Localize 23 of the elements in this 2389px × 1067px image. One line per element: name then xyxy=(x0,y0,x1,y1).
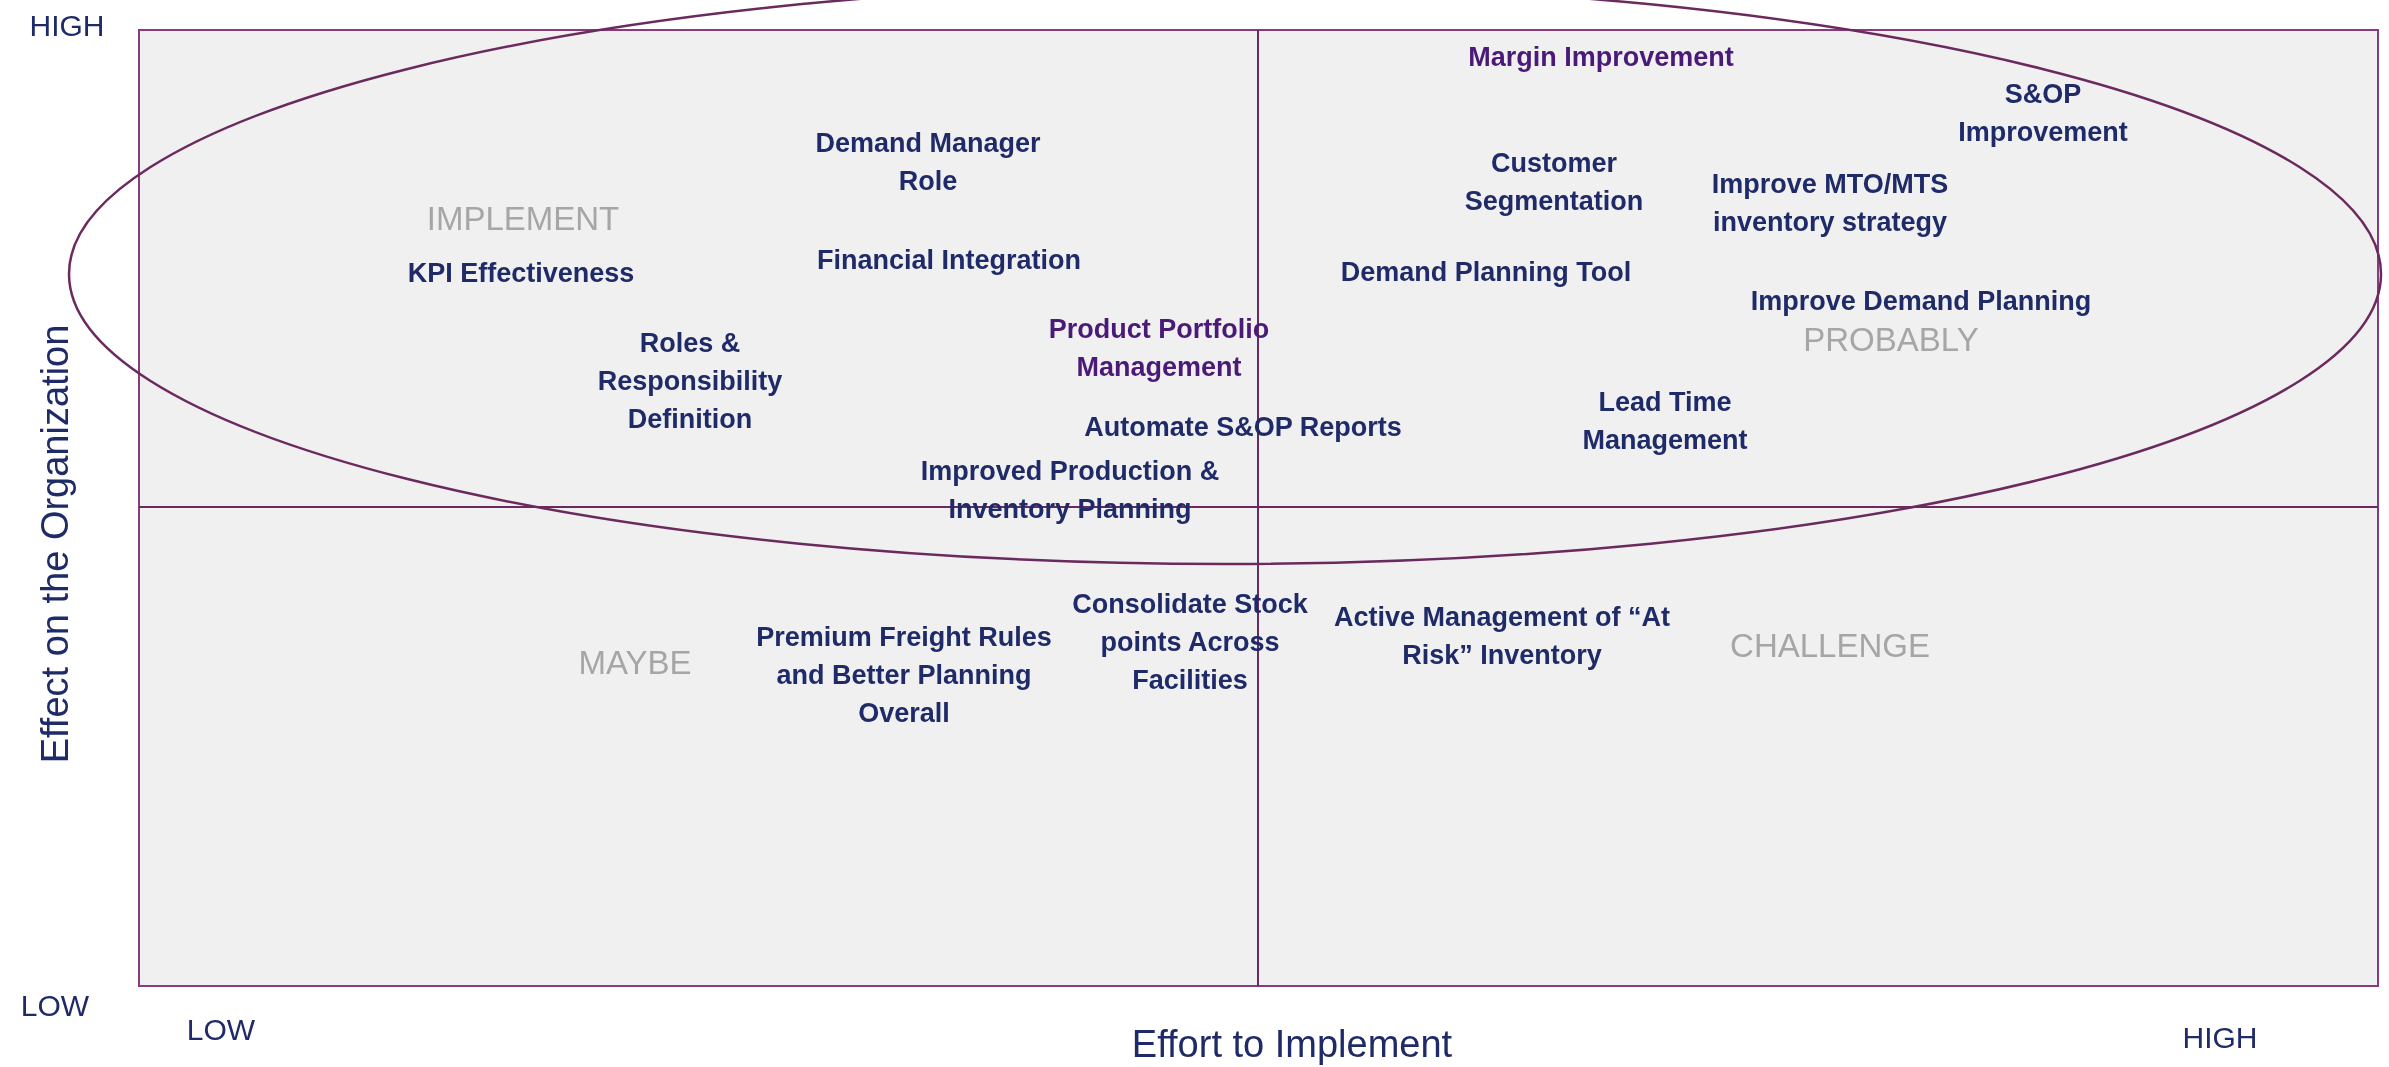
initiative-label: Customer Segmentation xyxy=(1463,147,1645,218)
axis-tick-label: LOW xyxy=(186,1012,256,1048)
axis-tick-label: LOW xyxy=(20,988,90,1024)
axis-title: Effort to Implement xyxy=(1131,1022,1453,1067)
initiative-label: Financial Integration xyxy=(817,244,1081,278)
quadrant-label: MAYBE xyxy=(578,642,692,683)
initiative-label: S&OP Improvement xyxy=(1957,78,2129,149)
initiative-label: Active Management of “At Risk” Inventory xyxy=(1332,601,1672,672)
axis-tick-label: HIGH xyxy=(29,8,105,44)
initiative-label: KPI Effectiveness xyxy=(407,257,635,291)
initiative-label: Demand Manager Role xyxy=(814,127,1042,198)
initiative-label: Improve MTO/MTS inventory strategy xyxy=(1710,168,1950,239)
axis-title: Effect on the Organization xyxy=(33,324,78,764)
axis-tick-label: HIGH xyxy=(2182,1020,2258,1056)
initiative-label: Premium Freight Rules and Better Planning Overall xyxy=(755,621,1053,730)
initiative-label: Demand Planning Tool xyxy=(1340,256,1632,290)
initiative-label: Lead Time Management xyxy=(1581,386,1749,457)
quadrant-label: IMPLEMENT xyxy=(426,198,620,239)
quadrant-label: CHALLENGE xyxy=(1730,625,1930,666)
initiative-label: Improve Demand Planning xyxy=(1750,285,2092,319)
initiative-label: Roles & Responsibility Definition xyxy=(596,327,784,436)
initiative-label: Margin Improvement xyxy=(1468,41,1734,75)
quadrant-label: PROBABLY xyxy=(1803,319,1979,360)
